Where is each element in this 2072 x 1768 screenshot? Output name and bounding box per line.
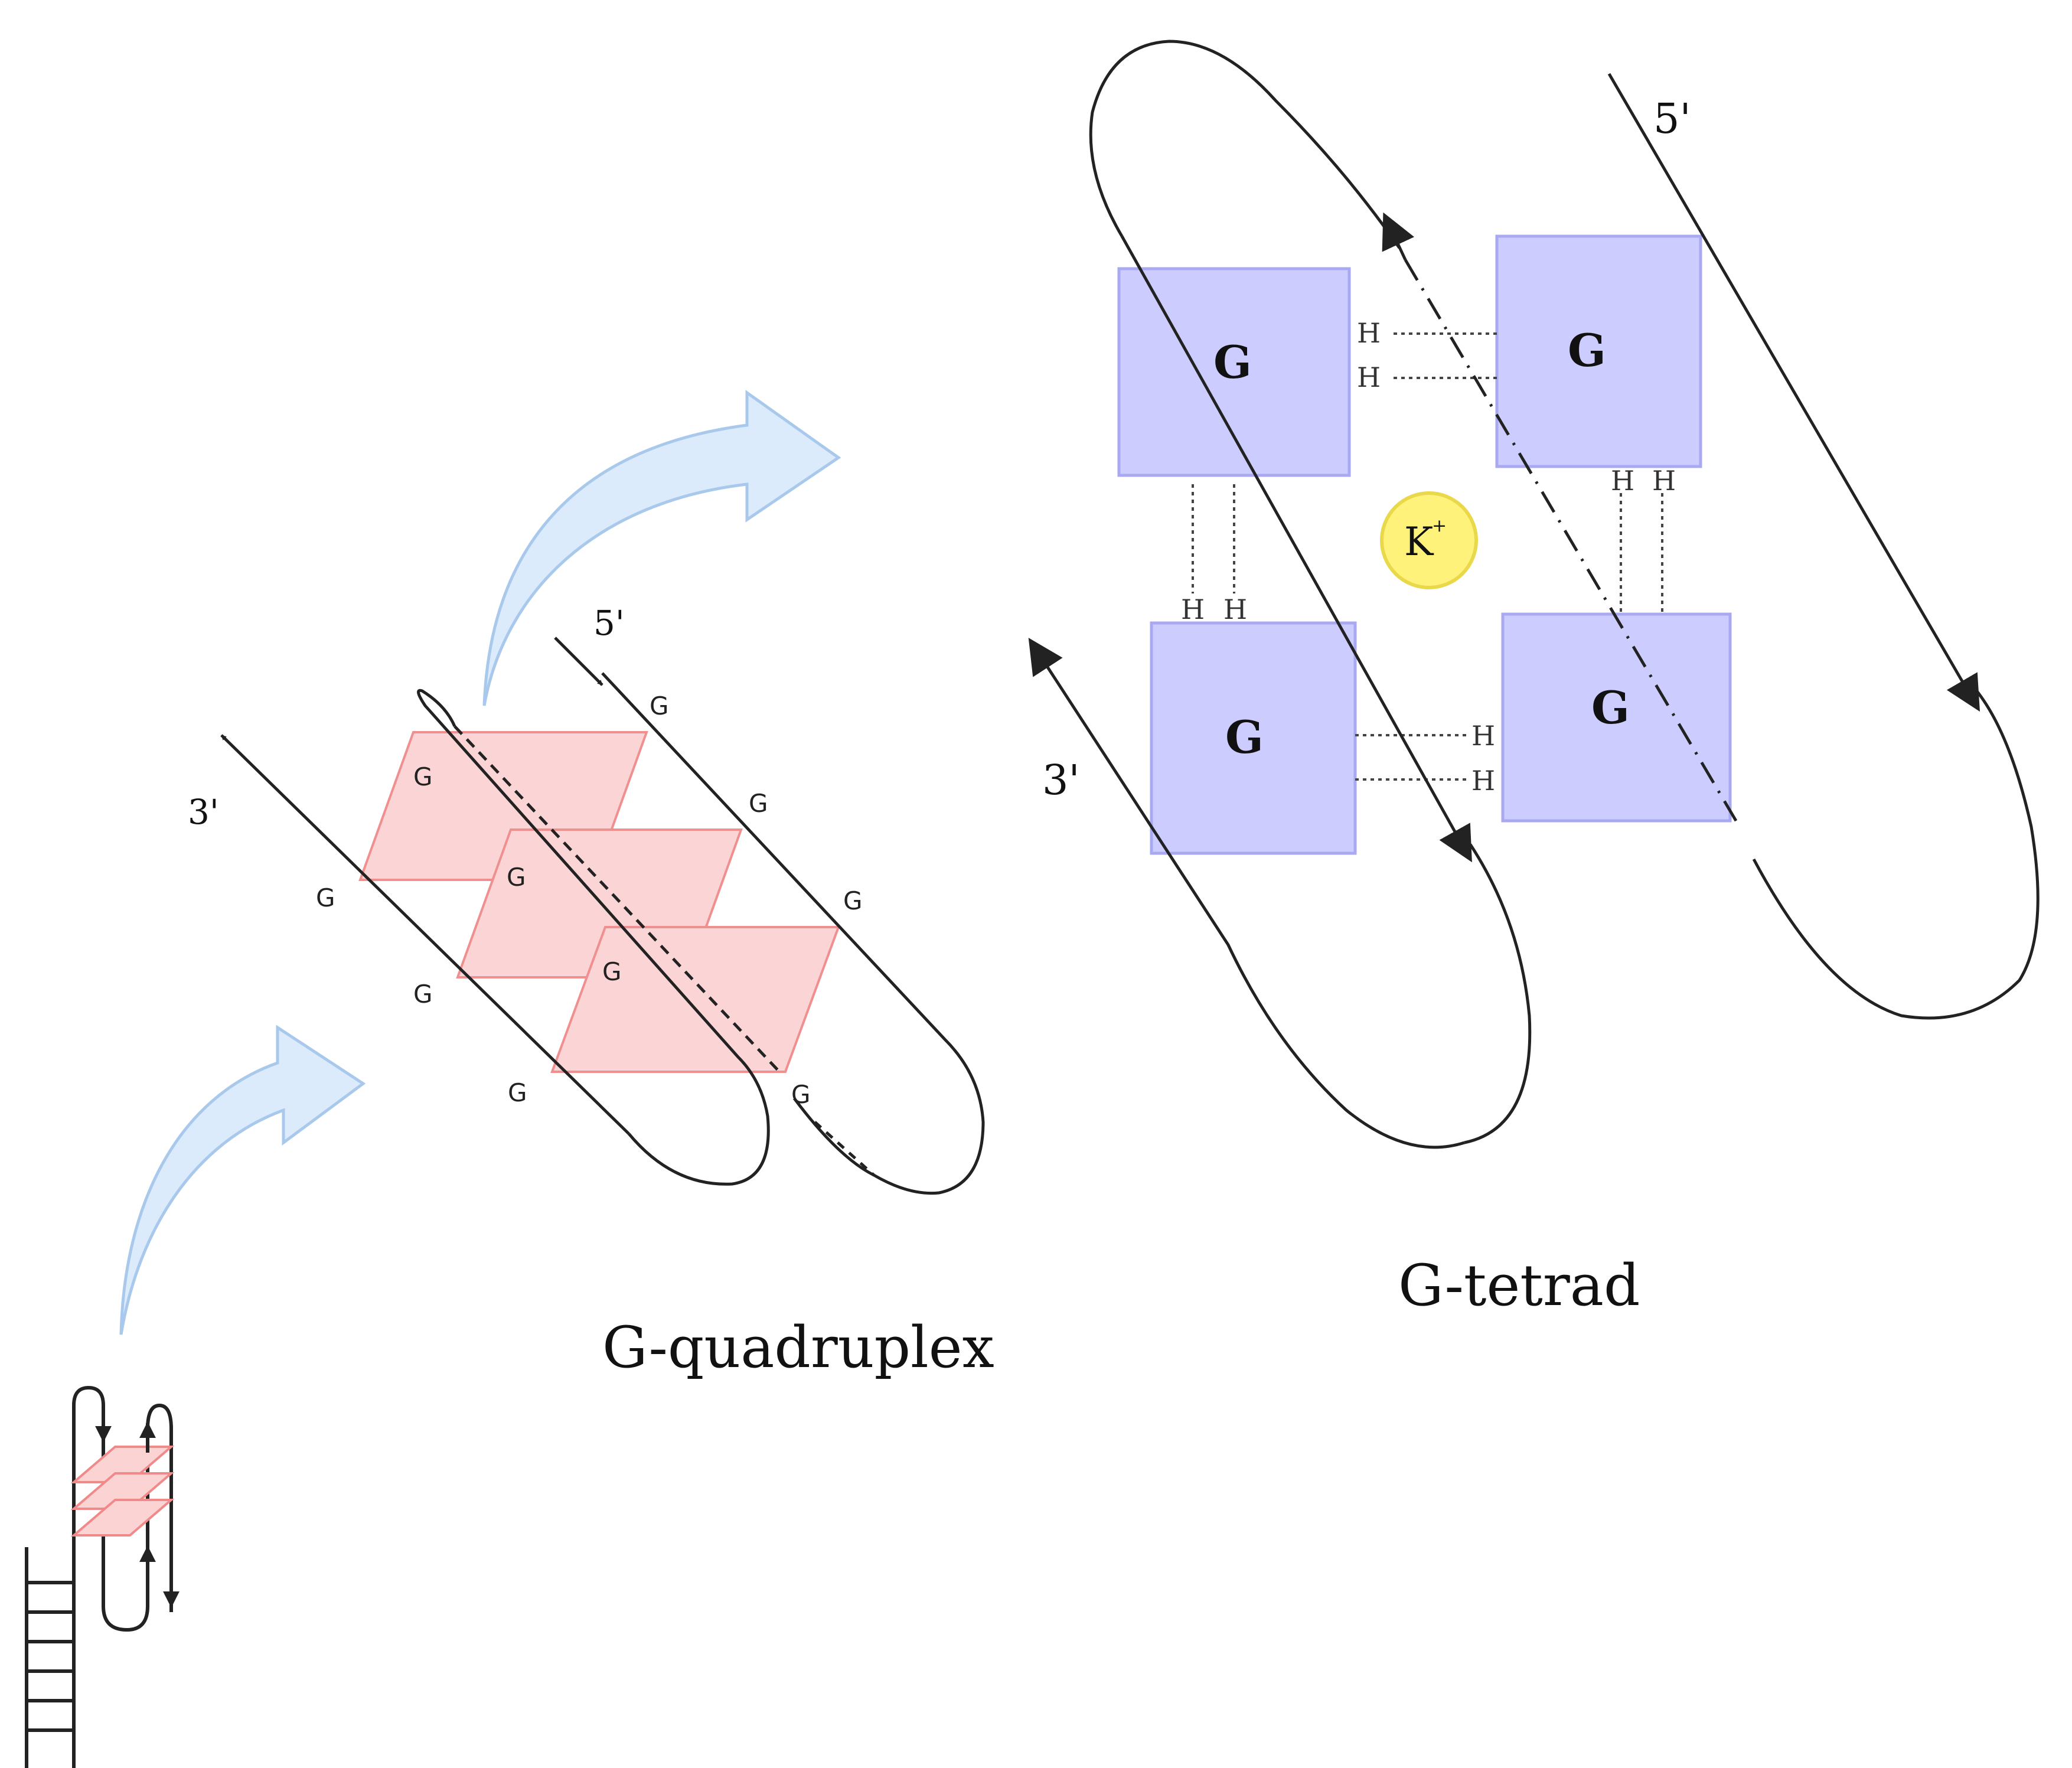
- quadruplex-5prime-label: 5': [593, 603, 625, 643]
- quadruplex-strands: [220, 637, 985, 1195]
- strand-loop-2: [601, 672, 985, 1195]
- g-label: G: [843, 886, 863, 915]
- strand-3prime-arm: [220, 734, 630, 1135]
- strand-loop-1: [417, 689, 770, 1186]
- g-label: G: [1591, 681, 1630, 734]
- quadruplex-tetrad-planes: [358, 731, 840, 1073]
- strand-inner-dashed: [453, 725, 781, 1073]
- tetrad-caption: G-tetrad: [1398, 1252, 1640, 1319]
- mini-tetrad-planes: [70, 1446, 175, 1537]
- quadruplex-3prime-label: 3': [188, 792, 219, 832]
- curved-arrow-to-tetrad: [482, 390, 841, 706]
- g-label: G: [1225, 711, 1264, 764]
- strand-5prime-arm: [554, 637, 603, 686]
- tetrad-3prime-label: 3': [1042, 756, 1080, 804]
- g-label: G: [507, 863, 526, 892]
- g-label: G: [1213, 336, 1252, 389]
- mini-strand-loops: [72, 1385, 173, 1632]
- hydrogen-bonds: [1192, 332, 1663, 781]
- tetrad-strands: [1028, 40, 2040, 1149]
- g-tetrad: H H H H H H H H G G G G K +: [1028, 40, 2040, 1319]
- h-label: H: [1471, 720, 1495, 752]
- mini-quadruplex-icon: [25, 1385, 180, 1768]
- guanine-box-bottom-right: [1501, 612, 1732, 823]
- tetrad-5prime-label: 5': [1653, 94, 1691, 143]
- g-label: G: [316, 883, 335, 912]
- h-label: H: [1611, 465, 1634, 497]
- potassium-ion: K +: [1380, 491, 1478, 589]
- g-label: G: [508, 1078, 527, 1107]
- h-labels: H H H H H H H H: [1181, 317, 1676, 797]
- curved-arrow-to-quadruplex: [119, 1025, 366, 1335]
- g-quadruplex: 5' 3' G G G G G G G G G G G-quadruplex: [188, 603, 994, 1381]
- tetrad-strand-dash-dot: [1404, 259, 1738, 822]
- tetrad-strand-top-loop: [1089, 40, 1401, 249]
- g-label: G: [1568, 324, 1606, 377]
- tetrad-strand-3prime: [1028, 637, 1465, 1149]
- ion-charge: +: [1432, 516, 1447, 536]
- guanine-box-top-left: [1117, 267, 1351, 477]
- g-label: G: [791, 1080, 811, 1109]
- g-label: G: [749, 789, 768, 818]
- strand-dashed-tail: [814, 1121, 875, 1176]
- tetrad-strand-down-arrow: [1120, 235, 1472, 863]
- g-label: G: [650, 691, 669, 720]
- quadruplex-g-labels: G G G G G G G G G G: [316, 691, 863, 1109]
- duplex-ladder: [25, 1547, 76, 1768]
- ion-symbol: K: [1404, 519, 1434, 565]
- tetrad-guanine-boxes: [1117, 234, 1732, 855]
- h-label: H: [1357, 317, 1381, 349]
- g-label: G: [602, 957, 622, 986]
- h-label: H: [1181, 593, 1205, 625]
- tetrad-strand-up-arrow: [1382, 212, 1415, 261]
- h-label: H: [1223, 593, 1247, 625]
- tetrad-g-labels: G G G G: [1213, 324, 1630, 764]
- quadruplex-caption: G-quadruplex: [602, 1314, 994, 1381]
- guanine-box-top-right: [1495, 234, 1702, 468]
- guanine-box-bottom-left: [1150, 621, 1357, 855]
- h-label: H: [1652, 465, 1676, 497]
- tetrad-strand-right-loop: [1752, 678, 2040, 1020]
- mini-direction-arrows: [95, 1417, 180, 1608]
- g-label: G: [413, 980, 433, 1009]
- h-label: H: [1357, 361, 1381, 393]
- h-label: H: [1471, 765, 1495, 797]
- tetrad-strand-left-loop: [1464, 843, 1532, 1144]
- g-label: G: [413, 762, 433, 791]
- tetrad-strand-5prime: [1607, 73, 1980, 712]
